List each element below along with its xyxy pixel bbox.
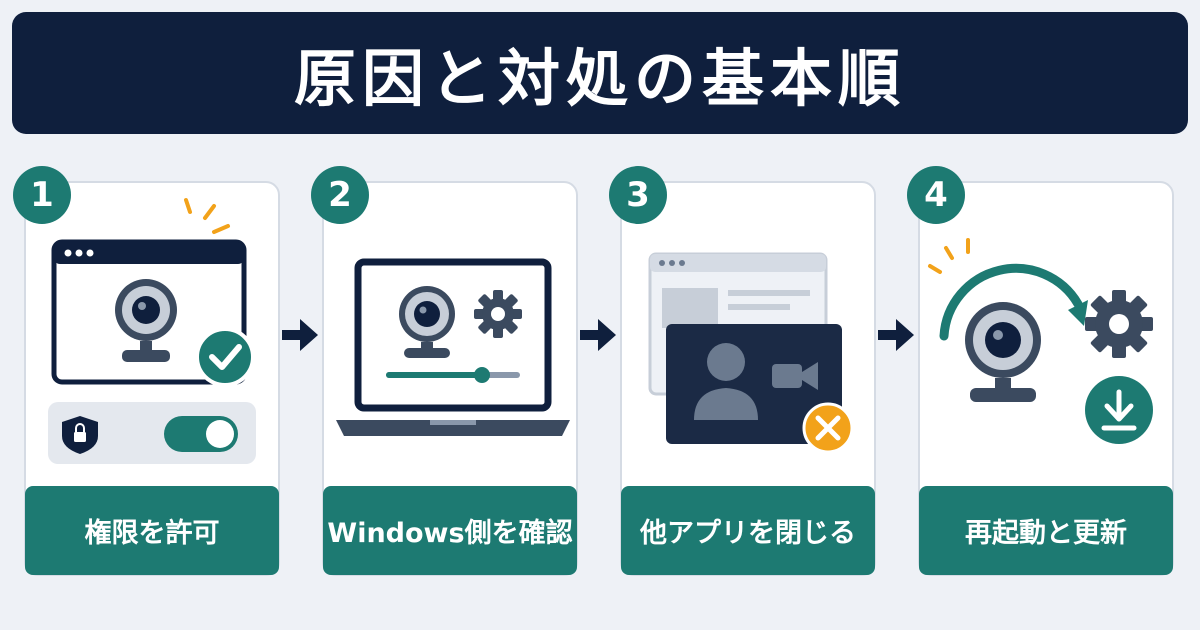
check-icon [195, 327, 255, 387]
webcam-icon [115, 279, 177, 362]
error-x-icon [802, 402, 854, 454]
download-icon [1085, 376, 1153, 444]
webcam-icon [965, 302, 1041, 402]
arrow-right-icon [878, 319, 914, 351]
person-icon [694, 343, 758, 420]
step-number-badge-4: 4 [907, 166, 965, 224]
laptop-icon [336, 258, 570, 436]
step-number-badge-1: 1 [13, 166, 71, 224]
step-number-badge-3: 3 [609, 166, 667, 224]
webcam-icon [399, 286, 455, 358]
step-label-1: 権限を許可 [25, 486, 279, 575]
gear-icon [474, 290, 522, 338]
step-4-illustration [928, 238, 1153, 444]
toggle-switch-icon [164, 416, 238, 452]
video-call-icon [666, 324, 842, 444]
slider-icon [386, 367, 520, 383]
step-number-badge-2: 2 [311, 166, 369, 224]
title-banner: 原因と対処の基本順 [12, 12, 1188, 134]
attention-lines-icon [184, 198, 230, 234]
attention-lines-icon [928, 238, 970, 274]
step-label-4: 再起動と更新 [919, 486, 1173, 575]
shield-lock-icon [62, 416, 98, 454]
arrow-right-icon [282, 319, 318, 351]
page-title: 原因と対処の基本順 [293, 42, 906, 115]
gear-icon [1085, 290, 1153, 358]
video-camera-icon [772, 362, 818, 390]
refresh-arrow-icon [939, 263, 1088, 341]
step-label-2: Windows側を確認 [323, 486, 577, 575]
arrow-right-icon [580, 319, 616, 351]
step-3-illustration [648, 252, 854, 454]
step-1-illustration [48, 198, 256, 464]
step-2-illustration [336, 258, 570, 436]
step-label-3: 他アプリを閉じる [621, 486, 875, 575]
